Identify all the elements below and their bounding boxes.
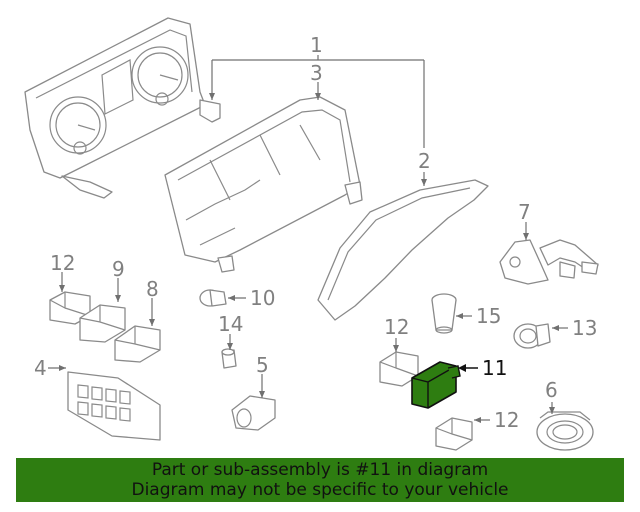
callout-14: 14 bbox=[218, 312, 243, 336]
banner-line-1: Part or sub-assembly is #11 in diagram bbox=[151, 460, 489, 480]
cluster-case bbox=[164, 96, 363, 273]
callout-13: 13 bbox=[572, 316, 597, 340]
callout-12-left: 12 bbox=[50, 251, 75, 275]
callout-1: 1 bbox=[310, 33, 323, 57]
relay-9 bbox=[79, 304, 126, 343]
callout-11: 11 bbox=[482, 356, 507, 380]
callout-4: 4 bbox=[34, 356, 47, 380]
relay-8 bbox=[114, 325, 161, 363]
callout-6: 6 bbox=[545, 378, 558, 402]
callout-12-middle: 12 bbox=[384, 315, 409, 339]
socket-5 bbox=[231, 395, 276, 431]
callout-9: 9 bbox=[112, 257, 125, 281]
socket-cap-15 bbox=[431, 293, 457, 334]
banner-line-2: Diagram may not be specific to your vehi… bbox=[131, 480, 509, 500]
callout-2: 2 bbox=[418, 149, 431, 173]
callout-3: 3 bbox=[310, 61, 323, 85]
info-banner: Part or sub-assembly is #11 in diagram D… bbox=[16, 458, 624, 502]
callout-7: 7 bbox=[518, 200, 531, 224]
highlighted-part-11 bbox=[411, 361, 461, 409]
parts-diagram: 1 3 2 7 12 9 8 10 14 5 4 15 12 11 12 13 … bbox=[24, 17, 599, 451]
socket-13 bbox=[513, 323, 551, 349]
cluster-lens bbox=[317, 179, 489, 321]
callout-5: 5 bbox=[256, 353, 269, 377]
callout-8: 8 bbox=[146, 277, 159, 301]
callout-12-bottom: 12 bbox=[494, 408, 519, 432]
callout-15: 15 bbox=[476, 304, 501, 328]
leader-arrowheads bbox=[59, 93, 559, 423]
bulb-socket-10 bbox=[199, 289, 227, 307]
instrument-cluster-assembly bbox=[24, 17, 221, 199]
callout-10: 10 bbox=[250, 286, 275, 310]
bulb-14 bbox=[221, 348, 237, 369]
switch-panel bbox=[67, 371, 161, 441]
leader-lines bbox=[48, 55, 568, 421]
socket-ring-6 bbox=[536, 411, 594, 451]
switch-with-harness bbox=[499, 239, 599, 285]
socket-12-bottom bbox=[435, 417, 473, 451]
